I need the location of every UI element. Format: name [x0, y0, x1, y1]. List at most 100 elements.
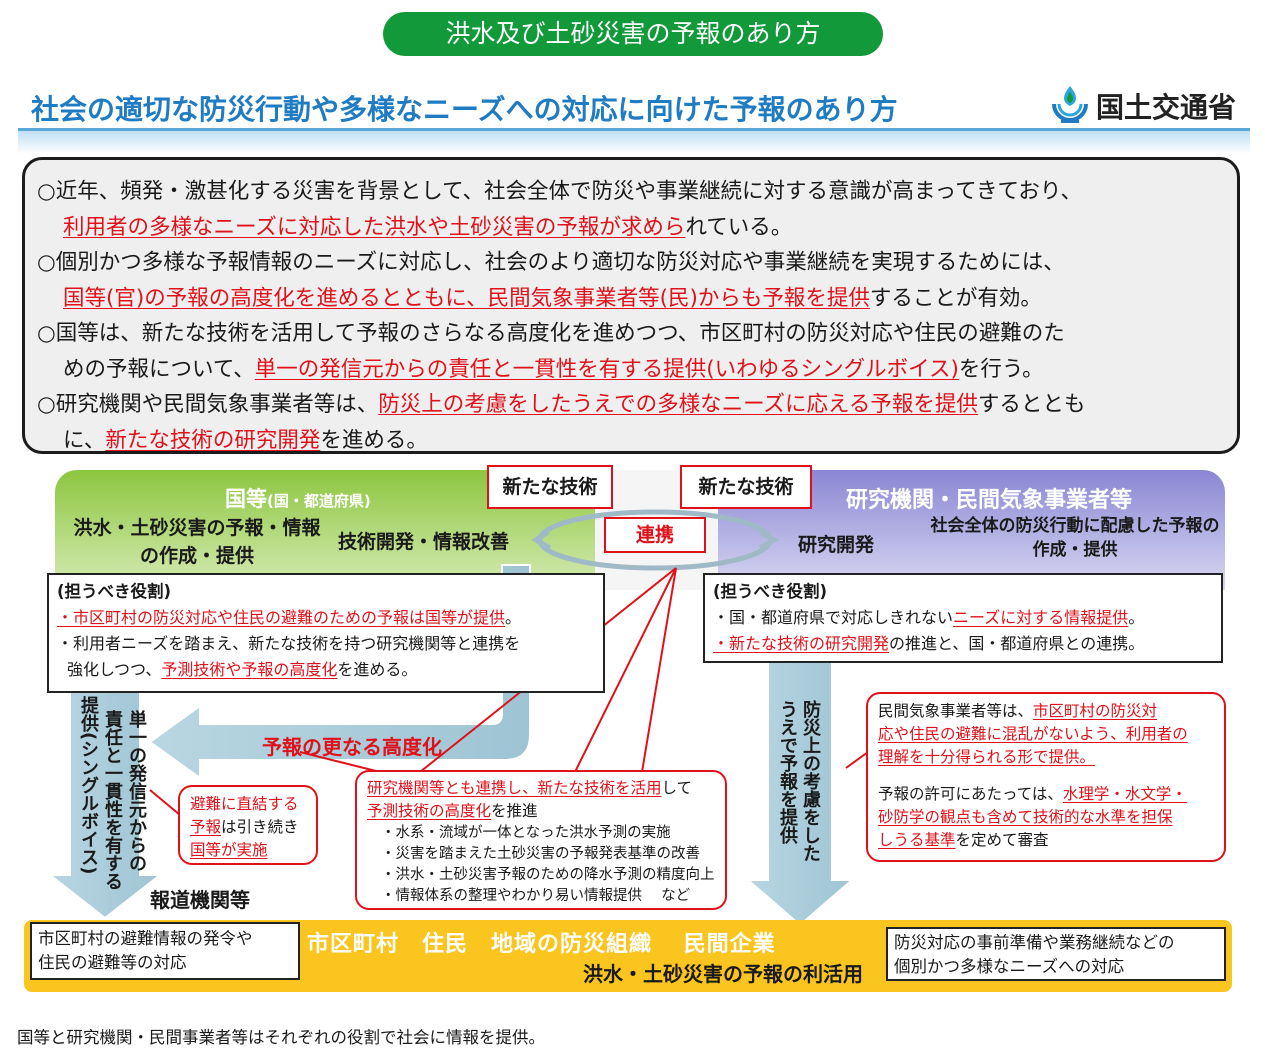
cooperation-label: 連携: [604, 517, 706, 553]
plain-text: は引き続き: [221, 818, 299, 836]
plain-text: を行う。: [958, 356, 1044, 382]
page-title: 社会の適切な防災行動や多様なニーズへの対応に向けた予報のあり方: [31, 93, 898, 126]
role-item: ・新たな技術の研究開発の推進と、国・都道府県との連携。: [713, 631, 1213, 657]
callout-line: 民間気象事業者等は、市区町村の防災対: [878, 700, 1214, 723]
callout-line: 応や住民の避難に混乱がないよう、利用者の: [878, 723, 1214, 746]
plain-text: 民間気象事業者等は、: [878, 702, 1034, 720]
highlight-text: 予測技術や予報の高度化: [161, 660, 338, 679]
spacer: [878, 769, 1214, 783]
list-item: ・水系・流域が一体となった洪水予測の実施: [381, 825, 671, 841]
cooperation-arrowhead-right: [758, 529, 780, 551]
single-voice-text: 責任と一貫性を有する: [102, 710, 123, 890]
role-item: ・市区町村の防災対応や住民の避難のための予報は国等が提供。: [57, 605, 595, 631]
research-provide-text: 防災上の考慮をした: [800, 700, 821, 862]
highlight-text: 防災上の考慮をしたうえでの多様なニーズに応える予報を提供: [378, 392, 978, 417]
single-voice-arrow: [47, 689, 163, 920]
research-production: 社会全体の防災行動に配慮した予報の作成・提供: [930, 516, 1220, 560]
summary-line: ○個別かつ多様な予報情報のニーズに対応し、社会のより適切な防災対応や事業継続を実…: [37, 250, 1065, 275]
highlight-text: 応や住民の避難に混乱がないよう、利用者の: [878, 725, 1188, 743]
footer-note: 国等と研究機関・民間事業者等はそれぞれの役割で社会に情報を提供。: [17, 1028, 545, 1047]
callout-line: 砂防学の観点も含めて技術的な水準を担保: [878, 806, 1214, 829]
box-line: 市区町村の避難情報の発令や: [38, 929, 253, 948]
plain-text: するととも: [977, 392, 1086, 417]
gov-title-sub: (国・都道府県): [267, 492, 371, 510]
highlight-text: 砂防学の観点も含めて技術的な水準を担保: [878, 808, 1173, 826]
gov-title-main: 国等: [225, 487, 267, 511]
new-tech-left: 新たな技術: [487, 465, 613, 509]
plain-text: して: [661, 779, 693, 797]
highlight-text: 予報: [190, 818, 222, 836]
logo-text: 国土交通省: [1096, 91, 1237, 124]
box-line: 個別かつ多様なニーズへの対応: [894, 957, 1125, 976]
research-role-box: (担うべき役割) ・国・都道府県で対応しきれないニーズに対する情報提供。 ・新た…: [703, 573, 1223, 663]
research-development: 研究開発: [798, 534, 875, 556]
new-tech-right: 新たな技術: [680, 465, 812, 509]
leader-line: [299, 751, 381, 773]
summary-line: めの予報について、単一の発信元からの責任と一貫性を有する提供(いわゆるシングルボ…: [37, 352, 1221, 388]
diverse-needs-box: 防災対応の事前準備や業務継続などの 個別かつ多様なニーズへの対応: [886, 927, 1226, 981]
summary-box: ○近年、頻発・激甚化する災害を背景として、社会全体で防災や事業継続に対する意識が…: [22, 157, 1240, 454]
summary-line: に、新たな技術の研究開発を進める。: [37, 423, 1221, 459]
highlight-text: 水理学・水文学・: [1062, 785, 1187, 803]
leader-line: [845, 751, 869, 769]
advancement-label: 予報の更なる高度化: [262, 735, 442, 759]
list-item: ・情報体系の整理やわかり易い情報提供 など: [381, 888, 691, 904]
highlight-text: ニーズに対する情報提供: [953, 608, 1129, 627]
plain-text: を進める。: [320, 427, 428, 453]
gov-development: 技術開発・情報改善: [338, 531, 510, 553]
role-item: ・利用者ニーズを踏まえ、新たな技術を持つ研究機関等と連携を: [57, 634, 521, 653]
plain-text: を進める。: [337, 660, 418, 679]
list-item: ・洪水・土砂災害予報のための降水予測の精度向上: [381, 867, 715, 883]
highlight-text: 国等(官)の予報の高度化を進めるとともに、民間気象事業者等(民)からも予報を提供: [63, 285, 870, 311]
gov-role-box: (担うべき役割) ・市区町村の防災対応や住民の避難のための予報は国等が提供。 ・…: [47, 573, 605, 693]
single-voice-text: 単一の発信元からの: [126, 710, 147, 872]
users-caption: 洪水・土砂災害の予報の利活用: [583, 962, 863, 986]
municipal-response-box: 市区町村の避難情報の発令や 住民の避難等の対応: [30, 922, 300, 980]
private-operator-callout: 民間気象事業者等は、市区町村の防災対 応や住民の避難に混乱がないよう、利用者の …: [866, 692, 1226, 862]
gov-title: 国等(国・都道府県): [225, 483, 371, 513]
plain-text: を定めて審査: [955, 831, 1049, 849]
summary-line: 利用者の多様なニーズに対応した洪水や土砂災害の予報が求められている。: [37, 210, 1221, 246]
plain-text: 。: [1128, 608, 1145, 627]
role-item: ・国・都道府県で対応しきれないニーズに対する情報提供。: [713, 605, 1213, 631]
callout-line: 理解を十分得られる形で提供。: [878, 746, 1214, 769]
callout-line: 予測技術の高度化を推進: [367, 800, 715, 823]
highlight-text: 利用者の多様なニーズに対応した洪水や土砂災害の予報が求めら: [63, 214, 686, 240]
box-line: 住民の避難等の対応: [38, 953, 187, 972]
callout-line: 避難に直結する: [190, 795, 299, 813]
callout-line: しうる基準を定めて審査: [878, 829, 1214, 852]
plain-text: ・国・都道府県で対応しきれない: [713, 608, 954, 627]
summary-line: ○近年、頻発・激甚化する災害を背景として、社会全体で防災や事業継続に対する意識が…: [37, 179, 1082, 204]
highlight-text: 新たな技術の研究開発: [105, 427, 321, 453]
role-heading: (担うべき役割): [57, 582, 172, 601]
users-list: 市区町村 住民 地域の防災組織 民間企業: [307, 932, 776, 957]
plain-text: めの予報について、: [63, 356, 255, 382]
highlight-text: 予測技術の高度化: [367, 802, 492, 820]
evacuation-callout: 避難に直結する 予報は引き続き 国等が実施: [178, 785, 318, 865]
plain-text: ○研究機関や民間気象事業者等は、: [37, 392, 379, 417]
plain-text: に、: [63, 427, 106, 453]
highlight-text: 市区町村の防災対: [1033, 702, 1158, 720]
research-provide-arrow: [745, 654, 855, 927]
leader-line: [149, 789, 181, 816]
cooperation-arrowhead-left: [531, 529, 552, 551]
role-heading: (担うべき役割): [713, 582, 828, 601]
callout-line: 国等が実施: [190, 839, 306, 862]
highlight-text: 単一の発信元からの責任と一貫性を有する提供(いわゆるシングルボイス): [254, 356, 959, 382]
advancement-arrow: [148, 564, 531, 780]
cooperation-callout: 研究機関等とも連携し、新たな技術を活用して 予測技術の高度化を推進 ・水系・流域…: [355, 770, 727, 910]
highlight-text: ・市区町村の防災対応や住民の避難のための予報は国等が提供: [57, 608, 506, 627]
summary-line: ○国等は、新たな技術を活用して予報のさらなる高度化を進めつつ、市区町村の防災対応…: [37, 321, 1065, 346]
plain-text: を推進: [491, 802, 538, 820]
plain-text: 強化しつつ、: [67, 660, 162, 679]
callout-line: 研究機関等とも連携し、新たな技術を活用して: [367, 777, 715, 800]
section-pill: 洪水及び土砂災害の予報のあり方: [383, 12, 883, 56]
gov-production: 洪水・土砂災害の予報・情報の作成・提供: [73, 517, 321, 567]
box-line: 防災対応の事前準備や業務継続などの: [894, 933, 1175, 952]
plain-text: 予報の許可にあたっては、: [878, 785, 1063, 803]
highlight-text: 理解を十分得られる形で提供。: [878, 748, 1096, 766]
callout-line: 予報の許可にあたっては、水理学・水文学・: [878, 783, 1214, 806]
plain-text: 。: [505, 608, 522, 627]
highlight-text: しうる基準: [878, 831, 956, 849]
